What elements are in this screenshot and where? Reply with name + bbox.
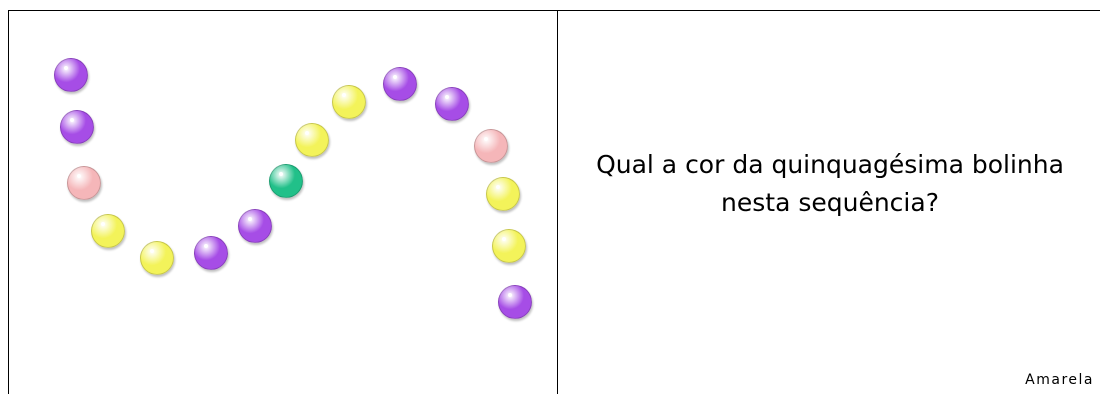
ball-pink — [67, 166, 101, 200]
ball-purple — [238, 209, 272, 243]
ball-purple — [383, 67, 417, 101]
question-line-2: nesta sequência? — [560, 184, 1100, 222]
answer-text: Amarela — [1025, 372, 1094, 388]
ball-yellow — [332, 85, 366, 119]
ball-purple — [435, 87, 469, 121]
ball-yellow — [492, 229, 526, 263]
ball-yellow — [91, 214, 125, 248]
ball-green — [269, 164, 303, 198]
ball-purple — [194, 236, 228, 270]
ball-sequence-panel — [9, 11, 557, 394]
ball-yellow — [486, 177, 520, 211]
question-line-1: Qual a cor da quinquagésima bolinha — [560, 146, 1100, 184]
ball-purple — [54, 58, 88, 92]
question-text: Qual a cor da quinquagésima bolinha nest… — [560, 146, 1100, 222]
panel-divider — [557, 10, 558, 394]
ball-yellow — [295, 123, 329, 157]
ball-purple — [60, 110, 94, 144]
ball-purple — [498, 285, 532, 319]
ball-yellow — [140, 241, 174, 275]
ball-pink — [474, 129, 508, 163]
